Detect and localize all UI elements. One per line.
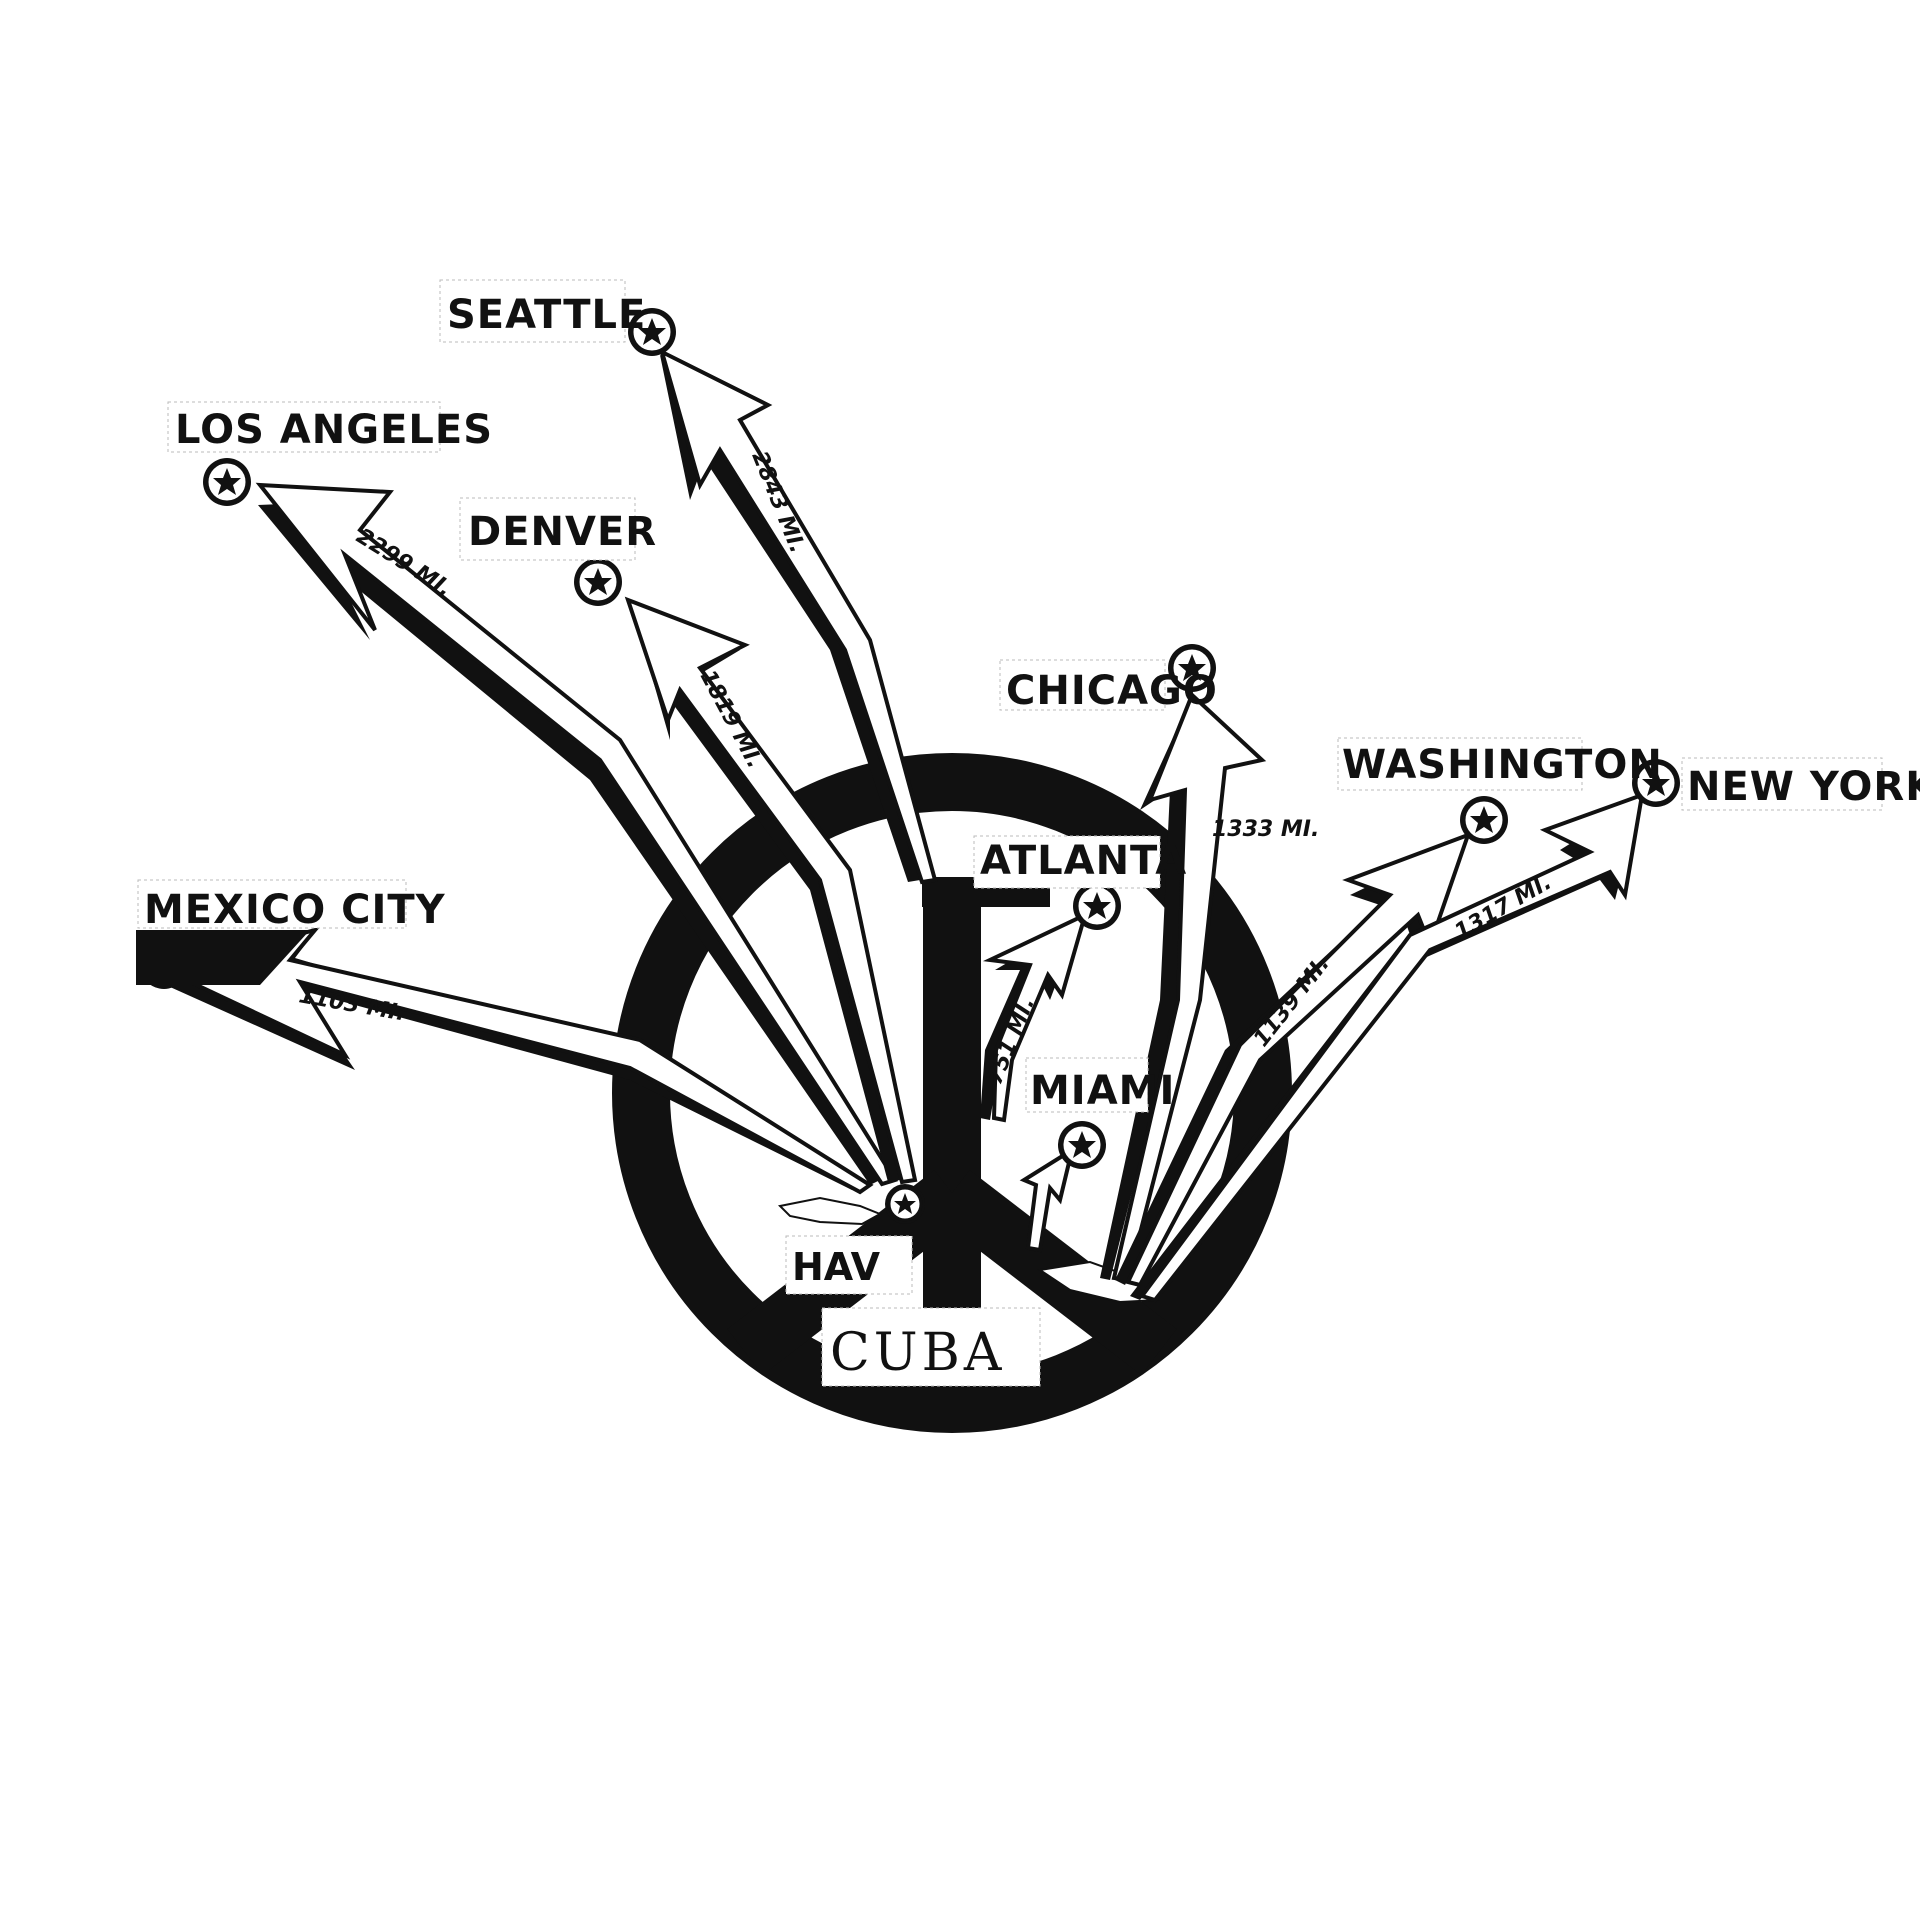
city-label-chicago: CHICAGO: [1006, 668, 1218, 714]
city-label-miami: MIAMI: [1030, 1068, 1175, 1114]
arrows: [150, 348, 1645, 1303]
arrow-miami: [1019, 1145, 1076, 1253]
city-label-seattle: SEATTLE: [447, 292, 646, 338]
star-miami-icon: [1058, 1121, 1106, 1169]
cuba-island-outline: [777, 1196, 1161, 1304]
city-label-denver: DENVER: [468, 509, 657, 555]
star-denver-icon: [574, 558, 622, 606]
star-new-york-icon: [1632, 759, 1680, 807]
arrow-los-angeles: [255, 482, 899, 1187]
havana-label: HAV: [792, 1245, 881, 1289]
arrow-denver: [624, 596, 918, 1185]
star-atlanta-icon: [1073, 882, 1121, 930]
star-chicago-icon: [1168, 644, 1216, 692]
star-washington-icon: [1460, 796, 1508, 844]
arrow-new-york: [1130, 791, 1645, 1303]
star-havana-icon: [885, 1184, 925, 1224]
city-label-washington: WASHINGTON: [1342, 742, 1663, 788]
city-label-new-york: NEW YORK: [1687, 764, 1920, 810]
city-label-los-angeles: LOS ANGELES: [175, 407, 493, 453]
city-label-atlanta: ATLANTA: [980, 838, 1187, 884]
mexico-city-banner: [136, 930, 310, 985]
arrow-atlanta: [980, 911, 1089, 1123]
arrow-seattle: [658, 348, 938, 885]
city-labels: SEATTLE LOS ANGELES DENVER MEXICO CITY C…: [137, 279, 1920, 1114]
city-label-mexico-city: MEXICO CITY: [144, 887, 446, 933]
star-los-angeles-icon: [203, 458, 251, 506]
distance-label-chicago: 1333 MI.: [1212, 817, 1319, 842]
cuba-label: CUBA: [830, 1323, 1005, 1383]
star-seattle-icon: [628, 308, 676, 356]
